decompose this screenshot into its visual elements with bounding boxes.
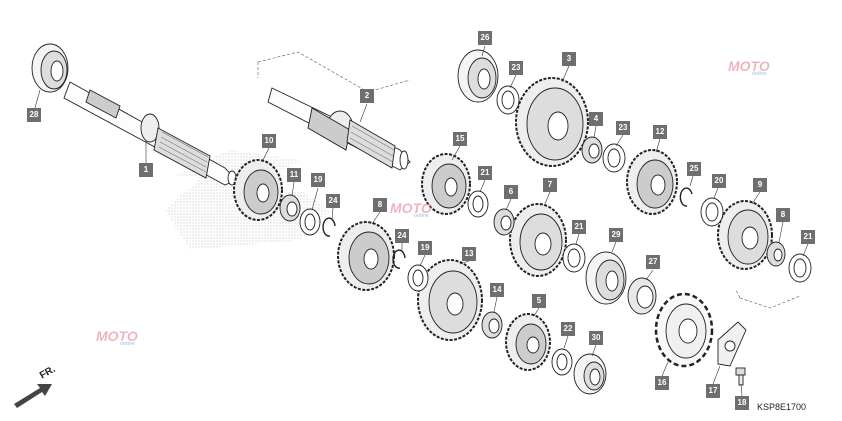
- plate-17: [717, 321, 747, 367]
- bearing-29: [585, 251, 627, 305]
- callout-18[interactable]: 18: [735, 396, 749, 410]
- callout-9[interactable]: 9: [753, 178, 767, 192]
- callout-8-left[interactable]: 8: [373, 198, 387, 212]
- gear-3: [515, 77, 589, 167]
- diagram-code: KSP8E1700: [757, 402, 807, 412]
- callout-21-middle[interactable]: 21: [572, 220, 586, 234]
- callout-25[interactable]: 25: [687, 162, 701, 176]
- callout-19-lower[interactable]: 19: [418, 241, 432, 255]
- bushing-14: [481, 311, 503, 339]
- callout-23-lower[interactable]: 23: [616, 121, 630, 135]
- callout-22[interactable]: 22: [561, 322, 575, 336]
- seal-27: [627, 277, 657, 315]
- callout-8-right[interactable]: 8: [776, 208, 790, 222]
- callout-11[interactable]: 11: [287, 168, 301, 182]
- circlips: [322, 187, 693, 269]
- callout-1[interactable]: 1: [139, 163, 153, 177]
- callout-4[interactable]: 4: [589, 112, 603, 126]
- callout-23-upper[interactable]: 23: [509, 61, 523, 75]
- sprocket-16: [654, 292, 714, 368]
- callout-28[interactable]: 28: [27, 108, 41, 122]
- gear-9: [717, 200, 773, 270]
- collar-6: [493, 208, 515, 236]
- bearing-26: [457, 49, 499, 103]
- gear-5: [505, 313, 551, 371]
- callout-24-upper[interactable]: 24: [326, 194, 340, 208]
- callout-29[interactable]: 29: [609, 228, 623, 242]
- bearing-30: [573, 353, 607, 395]
- callout-14[interactable]: 14: [490, 283, 504, 297]
- callout-leaders: [34, 45, 809, 397]
- callout-12[interactable]: 12: [653, 125, 667, 139]
- callout-26[interactable]: 26: [478, 31, 492, 45]
- callout-20[interactable]: 20: [712, 174, 726, 188]
- callout-17[interactable]: 17: [706, 384, 720, 398]
- gear-8-left: [337, 221, 395, 291]
- gear-10: [233, 159, 283, 221]
- gear-12: [626, 149, 678, 215]
- front-direction-arrow-icon: [14, 384, 52, 408]
- washers: [299, 85, 812, 376]
- collar-8-right: [766, 241, 786, 267]
- callout-2[interactable]: 2: [360, 89, 374, 103]
- countershaft-2: [267, 87, 411, 171]
- leader-lines: [257, 51, 801, 309]
- callout-6[interactable]: 6: [504, 185, 518, 199]
- callout-3[interactable]: 3: [562, 52, 576, 66]
- callout-7[interactable]: 7: [543, 178, 557, 192]
- callout-21-right[interactable]: 21: [801, 230, 815, 244]
- gear-13: [417, 259, 483, 341]
- callout-24-lower[interactable]: 24: [395, 229, 409, 243]
- callout-27[interactable]: 27: [646, 255, 660, 269]
- callout-19-upper[interactable]: 19: [311, 173, 325, 187]
- callout-13[interactable]: 13: [462, 247, 476, 261]
- callout-5[interactable]: 5: [532, 294, 546, 308]
- mainshaft-1: [63, 81, 237, 186]
- gear-15: [421, 153, 471, 215]
- bearing-28: [31, 43, 69, 93]
- bolt-18: [735, 367, 746, 386]
- callout-10[interactable]: 10: [262, 134, 276, 148]
- gear-7: [509, 203, 567, 277]
- callout-30[interactable]: 30: [589, 331, 603, 345]
- callout-15[interactable]: 15: [453, 132, 467, 146]
- callout-21-upper[interactable]: 21: [478, 166, 492, 180]
- collar-4: [581, 136, 603, 164]
- bushing-11: [279, 194, 301, 222]
- callout-16[interactable]: 16: [655, 376, 669, 390]
